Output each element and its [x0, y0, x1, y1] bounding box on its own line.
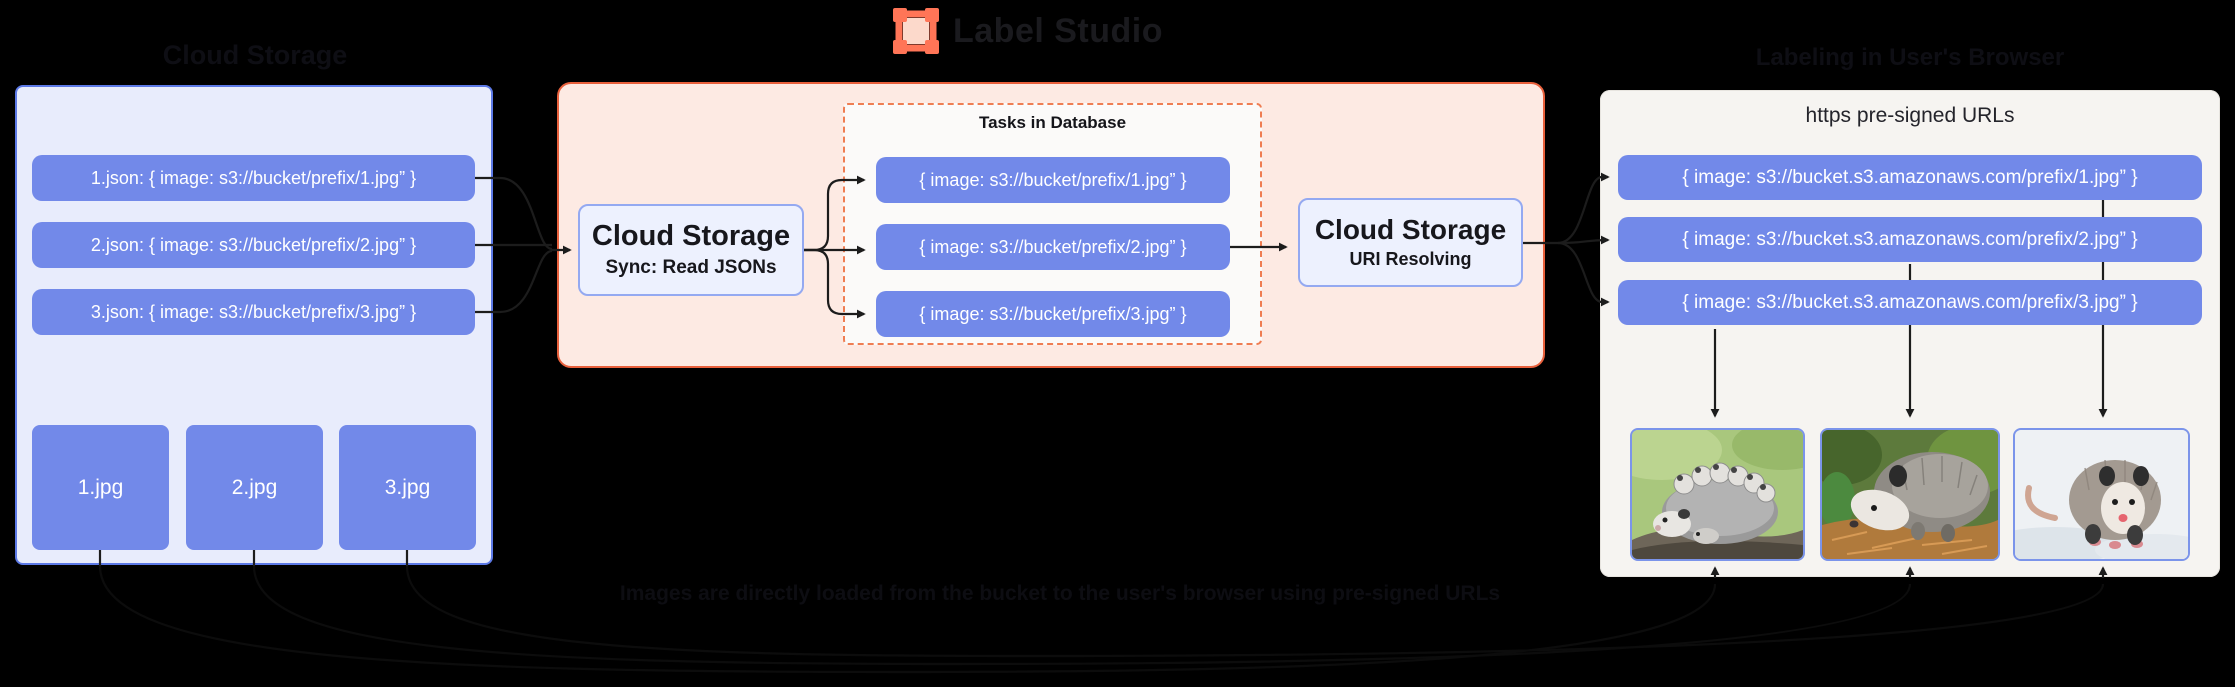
task-pill-3: { image: s3://bucket/prefix/3.jpg” }: [876, 291, 1230, 337]
json-file-pill-1: 1.json: { image: s3://bucket/prefix/1.jp…: [32, 155, 475, 201]
jpg-file-3: 3.jpg: [339, 425, 476, 550]
cloud-storage-uri-resolving-box: Cloud Storage URI Resolving: [1298, 198, 1523, 287]
tasks-in-database-title: Tasks in Database: [978, 113, 1127, 132]
jpg-file-2: 2.jpg: [186, 425, 323, 550]
url-pill-1: { image: s3://bucket.s3.amazonaws.com/pr…: [1618, 155, 2202, 200]
url-pill-3: { image: s3://bucket.s3.amazonaws.com/pr…: [1618, 280, 2202, 325]
json-file-pill-3: 3.json: { image: s3://bucket/prefix/3.jp…: [32, 289, 475, 335]
json-file-pill-2: 2.json: { image: s3://bucket/prefix/2.jp…: [32, 222, 475, 268]
left-panel-title: Cloud Storage: [162, 40, 348, 70]
sync-box-title: Cloud Storage: [591, 220, 791, 253]
sync-box-subtitle: Sync: Read JSONs: [605, 256, 777, 278]
uri-box-subtitle: URI Resolving: [1349, 249, 1472, 270]
url-pill-2: { image: s3://bucket.s3.amazonaws.com/pr…: [1618, 217, 2202, 262]
presigned-urls-title: https pre-signed URLs: [1805, 104, 2015, 127]
bottom-caption: Images are directly loaded from the buck…: [619, 582, 1501, 605]
opossum-family-photo: [1630, 428, 1805, 561]
task-pill-1: { image: s3://bucket/prefix/1.jpg” }: [876, 157, 1230, 203]
label-studio-logo-text: Label Studio: [953, 11, 1163, 50]
right-panel-title: Labeling in User's Browser: [1755, 44, 2065, 71]
jpg-file-1: 1.jpg: [32, 425, 169, 550]
cloud-storage-sync-box: Cloud Storage Sync: Read JSONs: [578, 204, 804, 296]
label-studio-logo: Label Studio: [893, 8, 1163, 54]
opossum-in-leaves-photo: [1820, 428, 2000, 561]
task-pill-2: { image: s3://bucket/prefix/2.jpg” }: [876, 224, 1230, 270]
label-studio-logo-icon: [893, 8, 939, 54]
opossum-in-snow-photo: [2013, 428, 2190, 561]
uri-box-title: Cloud Storage: [1314, 213, 1507, 245]
